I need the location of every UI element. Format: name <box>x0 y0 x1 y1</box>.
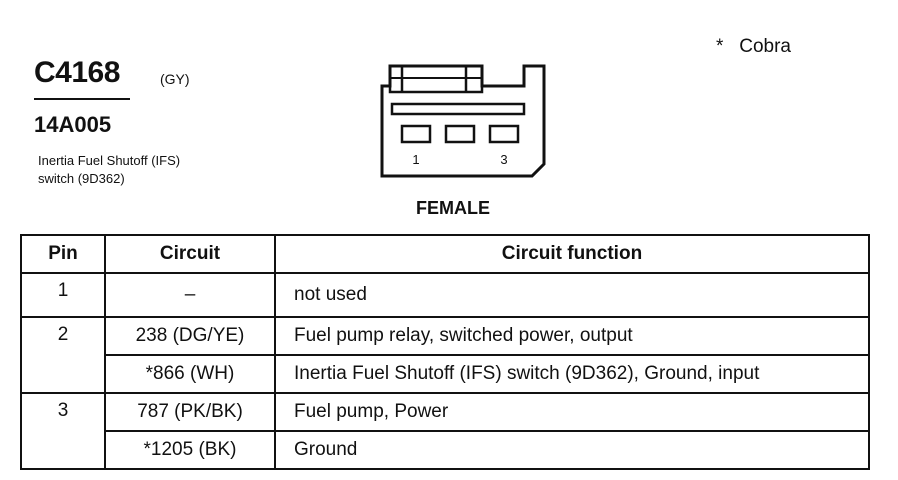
connector-description: Inertia Fuel Shutoff (IFS) switch (9D362… <box>38 152 238 188</box>
function-cell: not used <box>274 272 870 318</box>
footnote-marker: * <box>716 36 724 57</box>
pin-label-1: 1 <box>412 152 419 167</box>
table-row: *1205 (BK) Ground <box>21 430 870 470</box>
table-row: *866 (WH) Inertia Fuel Shutoff (IFS) swi… <box>21 354 870 394</box>
function-cell: Fuel pump, Power <box>274 392 870 432</box>
pin-cell: 3 <box>20 392 106 470</box>
footnote-label: Cobra <box>739 36 791 57</box>
header-pin: Pin <box>20 234 106 274</box>
table-row: 3 787 (PK/BK) Fuel pump, Power <box>20 392 870 470</box>
function-cell: Fuel pump relay, switched power, output <box>274 316 870 356</box>
function-cell: Ground <box>274 430 870 470</box>
description-line-2: switch (9D362) <box>38 171 125 186</box>
circuit-cell: *866 (WH) <box>104 354 276 394</box>
title-underline <box>34 98 130 100</box>
table-row: 1 – not used <box>20 272 870 318</box>
circuit-cell: 787 (PK/BK) <box>104 392 276 432</box>
header-circuit: Circuit <box>104 234 276 274</box>
connector-id: C4168 <box>34 56 120 89</box>
pin-cell: 2 <box>20 316 106 394</box>
connector-gender: FEMALE <box>416 198 490 218</box>
circuit-cell: *1205 (BK) <box>104 430 276 470</box>
circuit-cell: – <box>104 272 276 318</box>
circuit-cell: 238 (DG/YE) <box>104 316 276 356</box>
part-number: 14A005 <box>34 112 112 137</box>
connector-color-code: (GY) <box>160 71 190 87</box>
pin-cavity-1 <box>400 124 432 144</box>
pin-cavity-3 <box>488 124 520 144</box>
connector-face-diagram: 1 3 <box>380 64 546 178</box>
pin-cavity-2 <box>444 124 476 144</box>
table-row: 2 238 (DG/YE) Fuel pump relay, switched … <box>20 316 870 394</box>
cobra-footnote: * Cobra <box>716 36 791 58</box>
pin-table: Pin Circuit Circuit function 1 – not use… <box>20 234 870 470</box>
header-circuit-function: Circuit function <box>274 234 870 274</box>
description-line-1: Inertia Fuel Shutoff (IFS) <box>38 153 181 168</box>
connector-key-bar <box>390 102 526 116</box>
table-header-row: Pin Circuit Circuit function <box>20 234 870 274</box>
pin-label-3: 3 <box>500 152 507 167</box>
pin-cell: 1 <box>20 272 106 318</box>
connector-housing-outline <box>380 64 546 178</box>
function-cell: Inertia Fuel Shutoff (IFS) switch (9D362… <box>274 354 870 394</box>
